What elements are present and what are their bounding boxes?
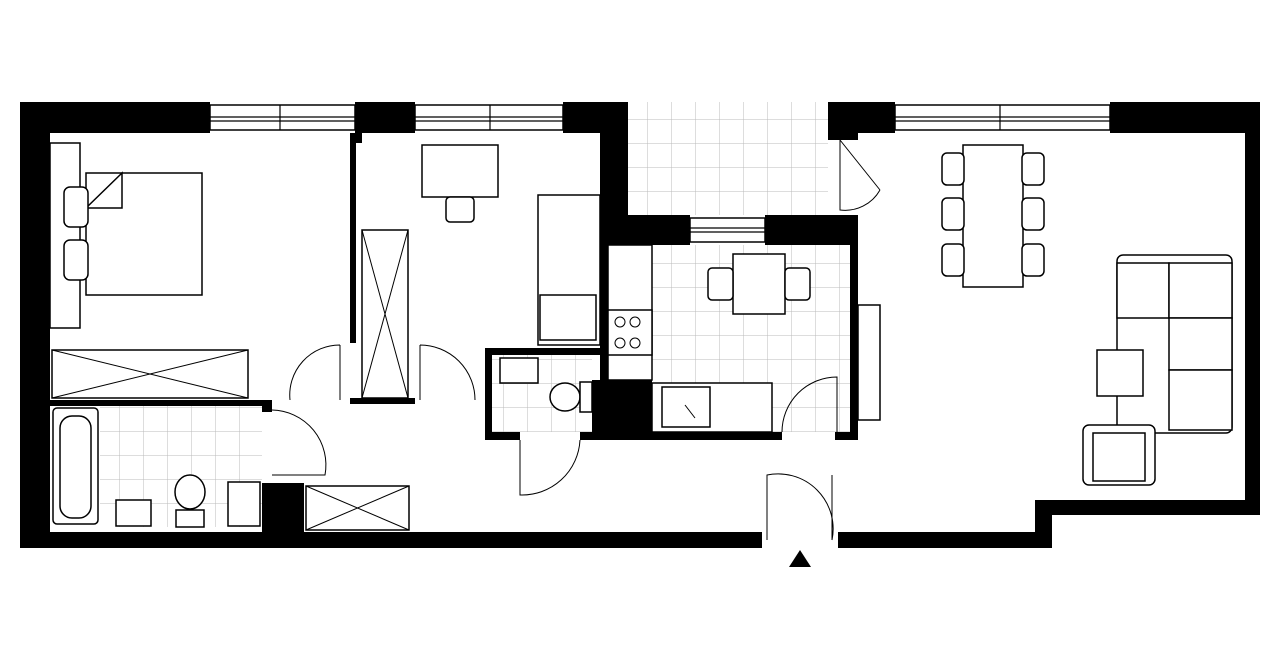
entrance-door[interactable] [766, 473, 834, 541]
outer-walls [20, 102, 1260, 548]
living-furniture [941, 144, 1233, 486]
bedroom-furniture [49, 142, 341, 401]
windows [209, 104, 1111, 243]
balcony-door[interactable] [839, 139, 881, 211]
wc-fixtures [499, 357, 593, 496]
study-furniture [361, 144, 601, 401]
interior-walls [50, 133, 858, 532]
entrance-triangle-icon [789, 550, 811, 567]
hall-wardrobe [305, 485, 410, 531]
bathroom-fixtures [52, 407, 327, 528]
kitchen-furniture [607, 244, 881, 433]
balcony-tiles [628, 102, 828, 215]
